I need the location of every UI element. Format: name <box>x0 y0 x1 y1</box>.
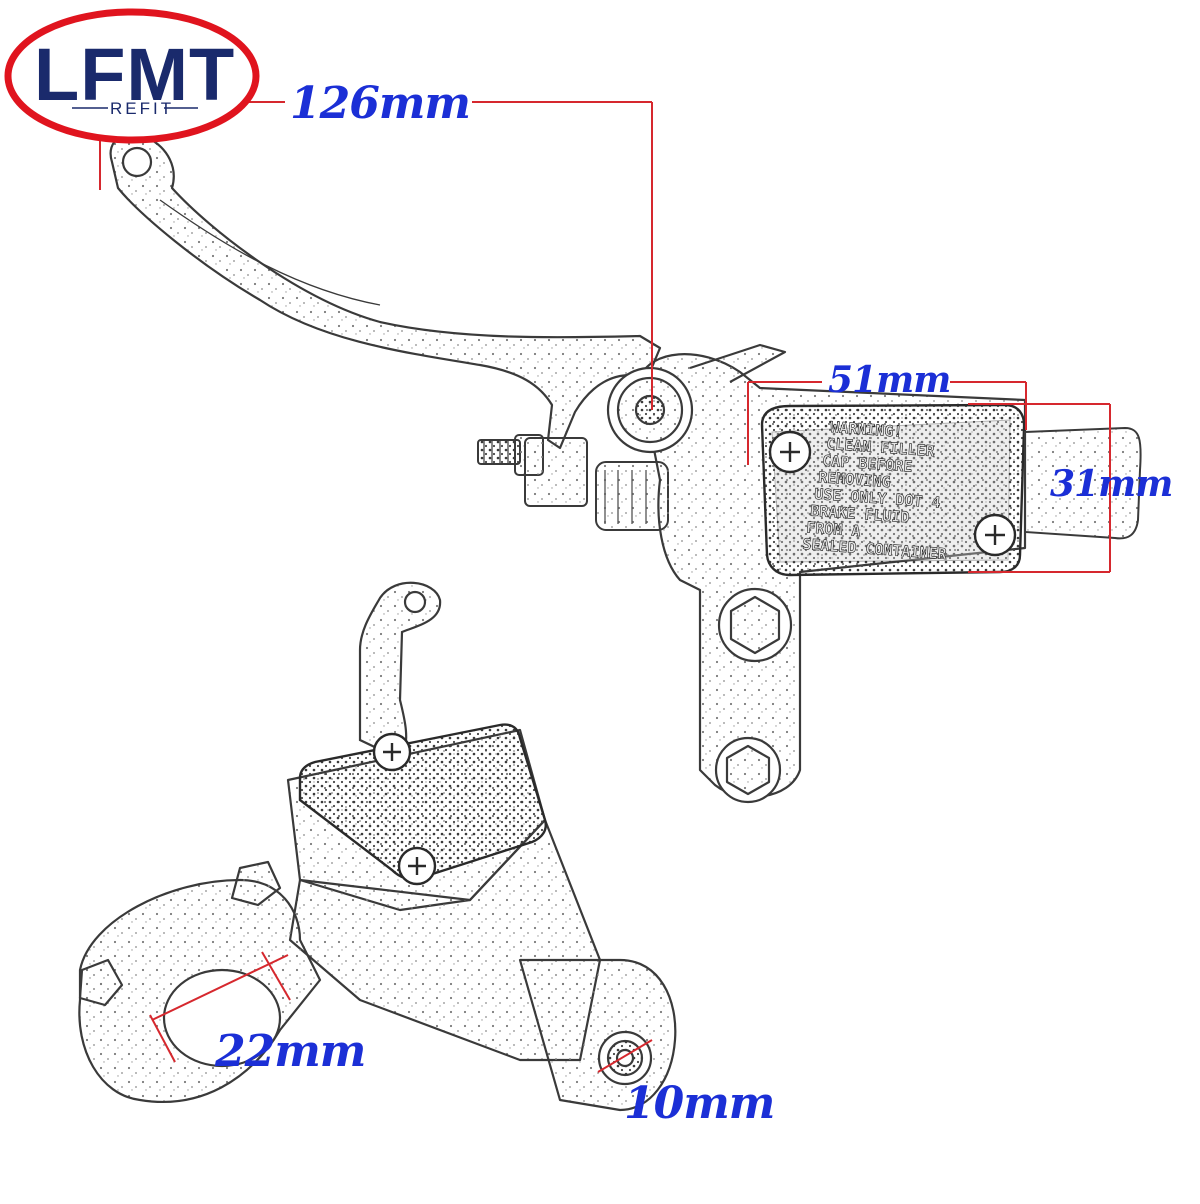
dim-label-10mm: 10mm <box>624 1078 775 1129</box>
reservoir-cap-text-line: WARNING! <box>830 418 903 441</box>
dim-line-10-diameter <box>597 1039 653 1073</box>
dim-line-22-tick-left <box>149 1014 176 1063</box>
dim-label-22mm: 22mm <box>215 1026 366 1077</box>
brake-switch <box>595 461 669 531</box>
dimension-lines <box>99 101 1111 1073</box>
reservoir-cap-text-line: REMOVING <box>818 468 891 491</box>
adjuster-screw <box>477 434 588 507</box>
dim-line-22-tick-right <box>261 951 291 1001</box>
outlet-port-upper <box>1024 426 1142 540</box>
reservoir-cap-lower <box>298 723 547 886</box>
logo-subtext: REFIT <box>110 99 175 118</box>
brake-lever <box>109 133 662 450</box>
dim-label-31mm: 31mm <box>1050 463 1173 505</box>
brand-logo <box>4 8 260 144</box>
logo-wordmark: LFMT <box>34 33 236 116</box>
dim-line-22-diameter <box>151 954 289 1021</box>
reservoir-cap-upper <box>760 403 1026 577</box>
lower-lever-stub <box>358 581 442 762</box>
reservoir-cap-text-line: FROM A <box>806 518 861 540</box>
dim-label-51mm: 51mm <box>828 359 951 401</box>
dim-label-126mm: 126mm <box>290 78 471 129</box>
